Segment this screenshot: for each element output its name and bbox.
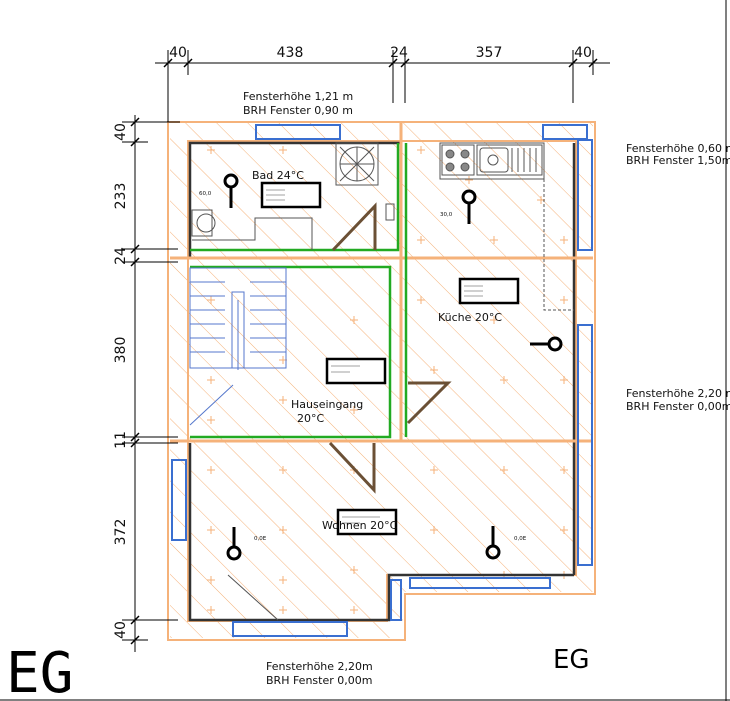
heater-symbols	[223, 173, 563, 561]
room-name-hauseingang-temp: 20°C	[297, 412, 324, 425]
room-name-kueche: Küche 20°C	[438, 311, 502, 324]
outer-wall-inner-line	[188, 141, 576, 622]
room-name-bad: Bad 24°C	[252, 169, 304, 182]
heater-label-wohnen-right: 0,0E	[514, 536, 527, 542]
window-right-lower	[577, 324, 593, 566]
note-top-window-sill: BRH Fenster 0,90 m	[243, 104, 353, 117]
room-name-wohnen: Wohnen 20°C	[322, 519, 398, 532]
dim-top-2: 24	[390, 45, 408, 61]
heater-label-bad: 60,0	[199, 191, 212, 197]
room-tag-hauseingang	[325, 357, 387, 385]
dim-top-1: 438	[277, 45, 304, 61]
room-tag-bad	[260, 181, 322, 209]
floor-label-large: EG	[6, 641, 73, 701]
dim-left-2: 24	[113, 247, 129, 265]
window-step-top	[409, 577, 551, 589]
room-name-hauseingang: Hauseingang	[291, 398, 363, 411]
dim-left-5: 372	[113, 519, 129, 546]
kitchen-counter	[439, 142, 545, 180]
interior-walls	[170, 123, 593, 443]
note-top-window-height: Fensterhöhe 1,21 m	[243, 90, 353, 103]
dim-left-6: 40	[113, 621, 129, 639]
toilet	[191, 209, 213, 237]
window-top-right	[542, 124, 588, 140]
dimension-lines	[122, 50, 610, 652]
window-right-upper	[577, 139, 593, 251]
heater-label-kueche: 30,0	[440, 212, 453, 218]
note-bottom-height: Fensterhöhe 2,20m	[266, 660, 373, 673]
heater-label-wohnen-left: 0,0E	[254, 536, 267, 542]
door-arc	[227, 574, 279, 621]
room-tag-wohnen	[336, 508, 398, 536]
room-tag-lines	[266, 189, 483, 524]
dim-left-0: 40	[113, 123, 129, 141]
note-right-top-sill: BRH Fenster 1,50m	[626, 154, 730, 167]
cross-markers	[207, 146, 568, 614]
dim-top-3: 357	[476, 45, 503, 61]
dim-top-0: 40	[169, 45, 187, 61]
floor-label-small: EG	[553, 645, 590, 675]
note-right-mid-sill: BRH Fenster 0,00m	[626, 400, 730, 413]
note-right-top-height: Fensterhöhe 0,60 m	[626, 142, 730, 155]
sink	[476, 144, 543, 176]
window-top	[255, 124, 341, 140]
dimension-ticks	[130, 58, 598, 645]
window-left-lower	[171, 459, 187, 541]
outer-wall-band	[167, 121, 596, 641]
dim-top-4: 40	[574, 45, 592, 61]
stairs	[189, 267, 287, 426]
dim-left-4: 11	[113, 431, 129, 449]
windows	[171, 124, 593, 637]
green-insulation-lines	[190, 143, 408, 439]
window-step	[390, 579, 402, 621]
note-bottom-sill: BRH Fenster 0,00m	[266, 674, 372, 687]
fixtures	[191, 142, 574, 621]
doors	[328, 202, 452, 494]
dim-left-1: 233	[113, 183, 129, 210]
note-right-mid-height: Fensterhöhe 2,20 m	[626, 387, 730, 400]
bath-vanity	[192, 217, 313, 250]
shower	[335, 142, 379, 186]
stove	[441, 144, 475, 176]
dim-left-3: 380	[113, 337, 129, 364]
window-bottom	[232, 621, 348, 637]
room-tags	[260, 181, 520, 536]
